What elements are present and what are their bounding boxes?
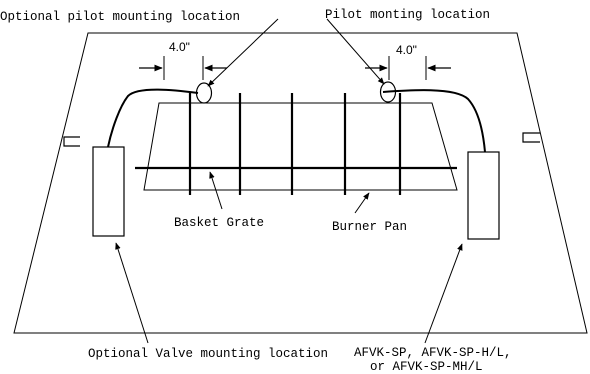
valve-model-label-line1: AFVK-SP, AFVK-SP-H/L, [354,346,512,360]
optional-pilot-leader [207,18,279,87]
left-dimension-label: 4.0" [169,40,190,54]
optional-valve-label: Optional Valve mounting location [88,347,328,361]
right-valve-box [467,151,500,240]
left-gas-line [107,88,199,148]
optional-pilot-label: Optional pilot mounting location [0,10,240,24]
right-dimension-label: 4.0" [396,43,417,57]
left-side-tab [63,136,80,147]
pilot-label: Pilot monting location [325,8,490,22]
basket-grate-leader [209,171,223,210]
valve-left-leader [115,242,149,344]
pilot-ellipse [379,81,397,103]
burner-tubes [188,93,402,195]
fryer-body-outline [13,32,588,334]
right-gas-line [382,89,486,153]
burner-pan-leader [354,192,370,214]
left-dimension [139,56,227,80]
left-valve-box [92,146,125,237]
basket-grate-label: Basket Grate [174,216,264,230]
valve-right-leader [424,243,463,344]
right-dimension [365,56,451,80]
burner-pan-label: Burner Pan [332,220,407,234]
valve-model-label-line2: or AFVK-SP-MH/L [370,360,483,374]
right-side-tab [522,132,540,143]
burner-pan-outline [143,102,458,191]
optional-pilot-ellipse [195,82,213,104]
pilot-leader [326,18,385,85]
